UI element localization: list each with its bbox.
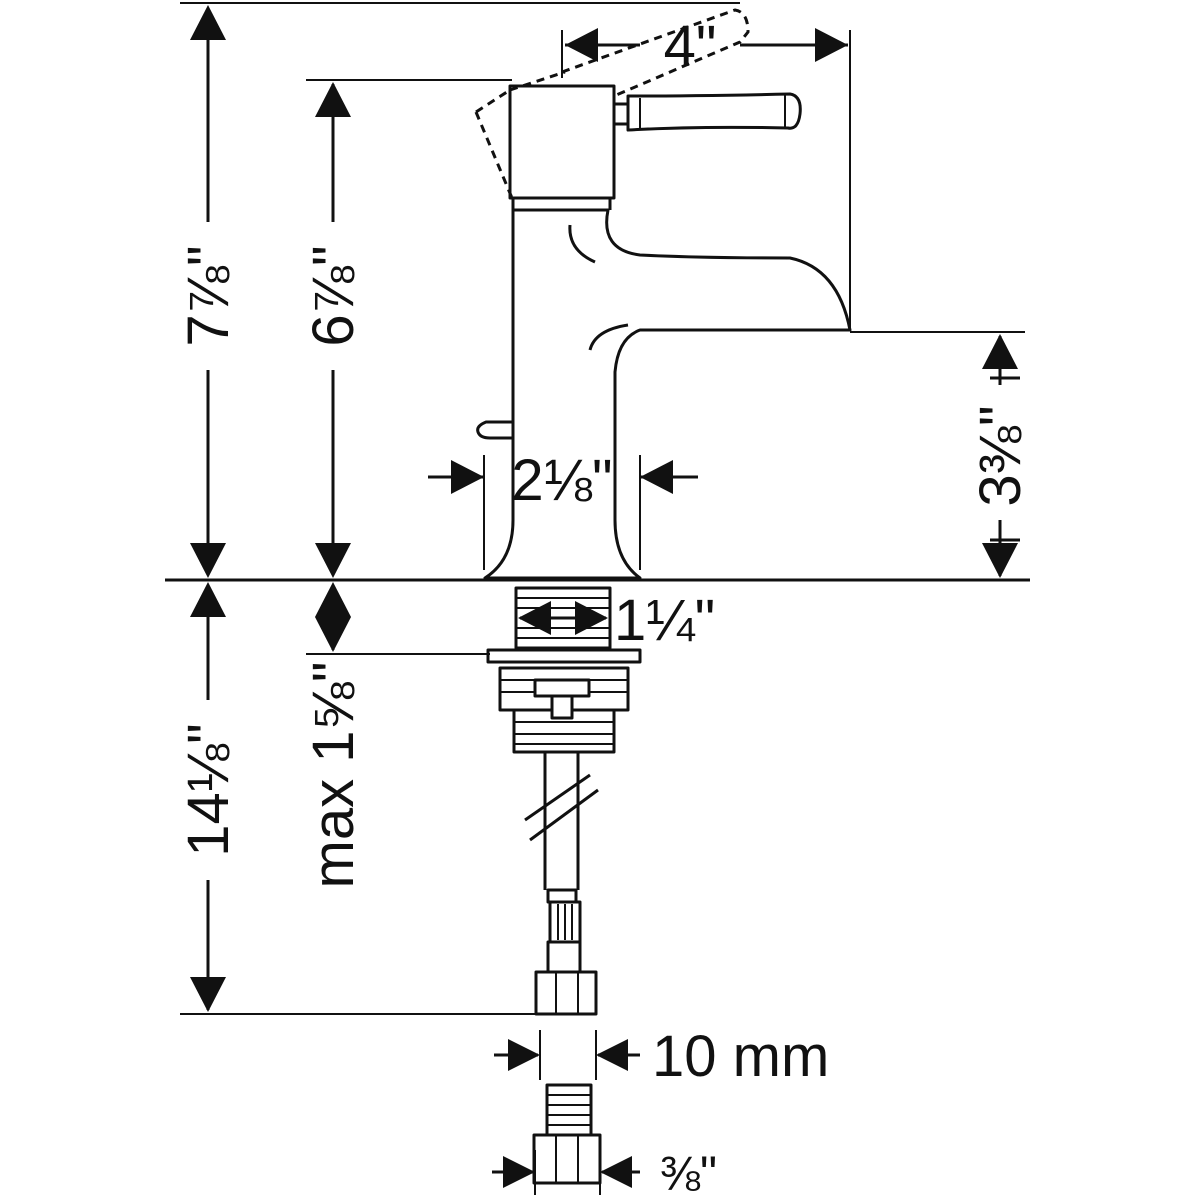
lever-open-position bbox=[474, 8, 750, 199]
dim-adapter-thread: ⅜" bbox=[492, 1148, 717, 1200]
label-spout-reach: 4" bbox=[664, 14, 717, 79]
dim-total-height: 7⅞" bbox=[176, 5, 241, 578]
extension-lines bbox=[180, 2, 1025, 1195]
dim-spout-height: 3⅜" bbox=[968, 334, 1033, 578]
lever-handle bbox=[508, 84, 802, 200]
adapter-fitting bbox=[532, 1083, 602, 1185]
label-adapter-thread: ⅜" bbox=[660, 1148, 717, 1200]
dim-spout-reach: 4" bbox=[565, 14, 848, 79]
dim-hose-thread: 10 mm bbox=[494, 1024, 829, 1089]
label-spout-height: 3⅜" bbox=[968, 405, 1033, 506]
label-thread-diameter: 1¼" bbox=[614, 588, 715, 653]
label-deck-thickness: max 1⅝" bbox=[301, 662, 366, 889]
faucet-body bbox=[476, 196, 852, 580]
label-shank-length: 14⅛" bbox=[176, 723, 241, 856]
label-total-height: 7⅞" bbox=[176, 245, 241, 346]
threaded-shank bbox=[486, 586, 642, 754]
dim-base-width: 2⅛" bbox=[428, 448, 698, 513]
label-hose-thread: 10 mm bbox=[652, 1024, 829, 1089]
dim-body-height: 6⅞" bbox=[301, 82, 366, 578]
dim-deck-thickness: max 1⅝" bbox=[301, 582, 366, 888]
label-base-width: 2⅛" bbox=[511, 448, 612, 513]
dim-thread-diameter: 1¼" bbox=[518, 588, 715, 653]
supply-hose bbox=[524, 752, 599, 1016]
dim-shank-length: 14⅛" bbox=[176, 582, 241, 1012]
label-body-height: 6⅞" bbox=[301, 245, 366, 346]
